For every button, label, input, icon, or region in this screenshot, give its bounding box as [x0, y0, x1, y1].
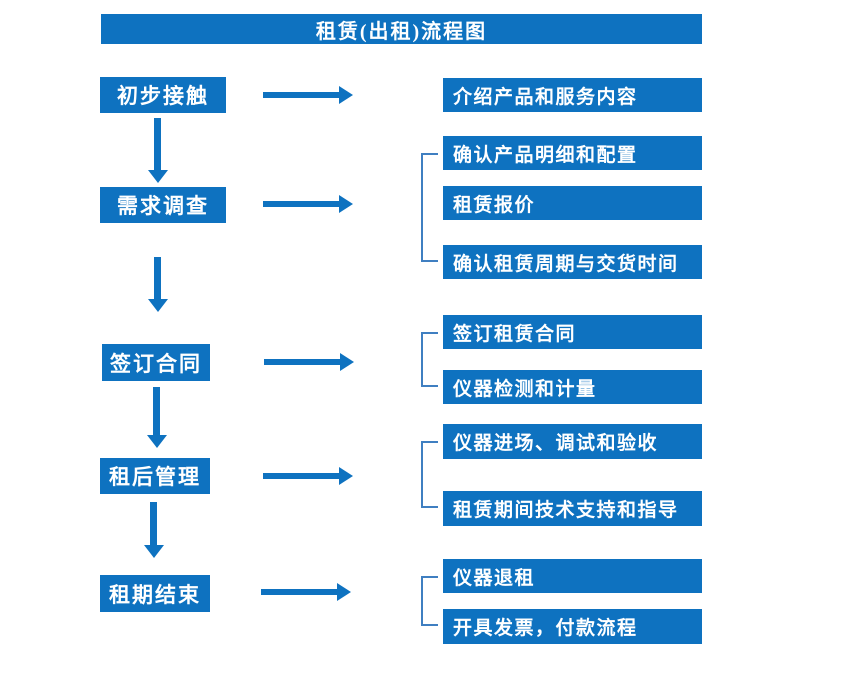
flowchart-title: 租赁(出租)流程图 [101, 14, 702, 44]
detail-box-invoice-payment: 开具发票，付款流程 [443, 609, 702, 644]
group-bracket [421, 332, 438, 387]
group-bracket [421, 153, 438, 262]
step-box-rental-end: 租期结束 [100, 575, 210, 612]
detail-box-confirm-product-details: 确认产品明细和配置 [443, 136, 702, 170]
arrow-right-icon [261, 589, 337, 595]
group-bracket [421, 576, 438, 626]
arrow-right-icon [264, 359, 340, 365]
detail-box-sign-rental-contract: 签订租赁合同 [443, 315, 702, 349]
arrow-down-icon [154, 257, 161, 299]
arrow-right-icon [263, 92, 339, 98]
detail-box-introduce-products: 介绍产品和服务内容 [443, 78, 702, 112]
arrow-down-icon [154, 118, 161, 170]
group-bracket [421, 441, 438, 508]
detail-box-confirm-rental-period: 确认租赁周期与交货时间 [443, 245, 702, 279]
step-box-sign-contract: 签订合同 [102, 344, 210, 381]
step-box-initial-contact: 初步接触 [100, 77, 226, 113]
step-box-demand-survey: 需求调查 [100, 187, 226, 223]
arrow-down-icon [150, 502, 157, 545]
step-box-post-rental-management: 租后管理 [100, 458, 210, 494]
arrow-right-icon [263, 473, 339, 479]
arrow-down-icon [153, 387, 160, 435]
detail-box-instrument-testing: 仪器检测和计量 [443, 370, 702, 404]
arrow-right-icon [263, 201, 339, 207]
detail-box-technical-support: 租赁期间技术支持和指导 [443, 491, 702, 526]
detail-box-instrument-return: 仪器退租 [443, 559, 702, 593]
detail-box-rental-quote: 租赁报价 [443, 186, 702, 220]
detail-box-instrument-setup: 仪器进场、调试和验收 [443, 424, 702, 459]
